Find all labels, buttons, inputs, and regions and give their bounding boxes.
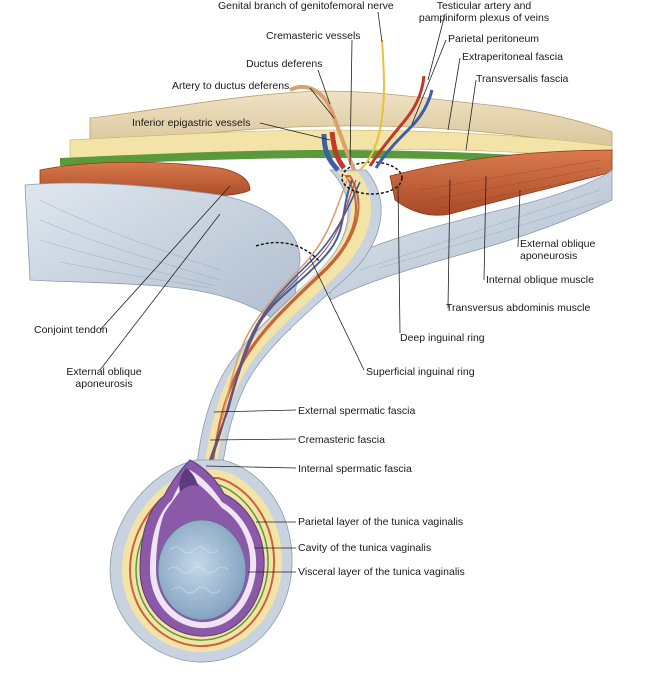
label-genital-branch: Genital branch of genitofemoral nerve bbox=[218, 0, 394, 12]
label-ext-oblique-left-line2: aponeurosis bbox=[75, 378, 133, 390]
label-testicular-artery: Testicular artery and pampiniform plexus… bbox=[414, 0, 554, 24]
ductus-deferens-top bbox=[289, 84, 356, 171]
spermatic-cord-fat bbox=[204, 172, 372, 470]
right-aponeurosis-sheet bbox=[329, 169, 613, 301]
inferior-epigastric-artery bbox=[329, 131, 346, 170]
label-parietal-peritoneum: Parietal peritoneum bbox=[448, 33, 540, 45]
testis bbox=[157, 519, 247, 621]
label-artery-to-ductus: Artery to ductus deferens bbox=[172, 80, 290, 92]
label-testicular-artery-line2: pampiniform plexus of veins bbox=[418, 12, 550, 24]
right-muscle-wedge bbox=[389, 149, 613, 216]
ductus-in-cord bbox=[221, 177, 349, 421]
label-ext-oblique-right: External oblique aponeurosis bbox=[520, 238, 595, 262]
label-ext-oblique-left: External oblique aponeurosis bbox=[44, 366, 164, 390]
label-transversus-abdominis: Transversus abdominis muscle bbox=[446, 302, 591, 314]
aponeurosis-fibres bbox=[39, 189, 606, 289]
label-ext-oblique-left-line1: External oblique bbox=[66, 366, 142, 378]
testicular-vein-top bbox=[374, 89, 434, 169]
label-parietal-layer: Parietal layer of the tunica vaginalis bbox=[298, 516, 464, 528]
pampiniform-veins-2 bbox=[209, 181, 361, 467]
testis-texture bbox=[167, 546, 229, 594]
inferior-epigastric-vein bbox=[321, 133, 340, 172]
label-inferior-epigastric: Inferior epigastric vessels bbox=[132, 117, 251, 129]
label-ext-oblique-right-line2: aponeurosis bbox=[520, 250, 578, 262]
cremasteric-layer bbox=[128, 477, 276, 648]
label-visceral-layer: Visceral layer of the tunica vaginalis bbox=[298, 566, 465, 578]
label-superficial-inguinal-ring: Superficial inguinal ring bbox=[366, 366, 475, 378]
label-cremasteric-vessels: Cremasteric vessels bbox=[266, 30, 361, 42]
transversalis-fascia-band bbox=[60, 150, 612, 168]
label-ductus-deferens: Ductus deferens bbox=[246, 58, 323, 70]
testicular-artery-cord bbox=[207, 179, 357, 467]
label-testicular-artery-line1: Testicular artery and bbox=[436, 0, 532, 12]
genital-branch-nerve bbox=[359, 39, 385, 171]
label-deep-inguinal-ring: Deep inguinal ring bbox=[400, 332, 485, 344]
label-transversalis-fascia: Transversalis fascia bbox=[476, 73, 569, 85]
label-internal-oblique: Internal oblique muscle bbox=[486, 274, 594, 286]
label-external-spermatic-fascia: External spermatic fascia bbox=[298, 405, 416, 417]
external-oblique-aponeurosis-sheet bbox=[24, 182, 301, 331]
label-cavity: Cavity of the tunica vaginalis bbox=[298, 542, 432, 554]
epididymis-head bbox=[179, 468, 198, 492]
label-conjoint-tendon: Conjoint tendon bbox=[34, 324, 108, 336]
leader-lines bbox=[99, 11, 521, 573]
label-internal-spermatic-fascia: Internal spermatic fascia bbox=[298, 463, 412, 475]
testicular-artery-top bbox=[368, 75, 426, 167]
label-extraperitoneal-fascia: Extraperitoneal fascia bbox=[462, 51, 563, 63]
superficial-inguinal-ring-outline bbox=[255, 241, 321, 263]
label-cremasteric-fascia: Cremasteric fascia bbox=[298, 434, 385, 446]
label-ext-oblique-right-line1: External oblique bbox=[520, 238, 596, 250]
